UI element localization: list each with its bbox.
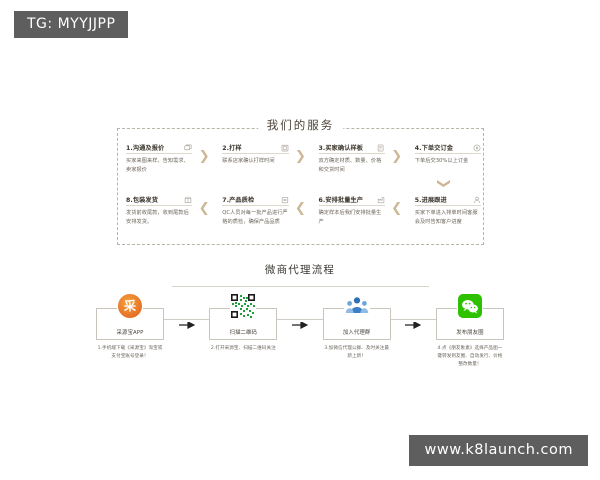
- chevron-right-icon-1: ❯: [198, 149, 210, 164]
- group-people-icon: [343, 293, 370, 319]
- package-icon: [184, 196, 192, 204]
- coin-icon: [473, 144, 481, 152]
- services-row-1: 1.沟通及报价 买家来图来样，告知需求、卖家报价 ❯ 2.打样 联系店家确认打样…: [118, 143, 483, 174]
- step-title: 4.下单交订金: [414, 145, 454, 152]
- agent-node-1: 采 采源宝APP 1.手机端下载《采源宝》淘宝或支付宝账号登录！: [96, 292, 164, 361]
- node-caption: 4.点《朋友象素》选择产品图一键转发到友圈、自动发行、价格整改数量！: [437, 346, 503, 367]
- services-panel: 我们的服务 1.沟通及报价 买家来图来样，告知需求、卖家报价 ❯ 2.打样: [117, 117, 484, 245]
- node-box: 发布朋友圈: [435, 293, 504, 340]
- chevron-left-icon-2: ❮: [295, 201, 306, 216]
- clipboard-icon: [281, 196, 289, 204]
- agent-node-4: 发布朋友圈 4.点《朋友象素》选择产品图一键转发到友圈、自动发行、价格整改数量！: [435, 292, 504, 368]
- node-caption: 2.打开采源宝、扫描二维码关注: [210, 346, 276, 351]
- agent-flow-section: 微商代理流程 采 采源宝APP 1.手机端下载《采源宝》淘宝或支付宝账号登录！: [0, 262, 600, 372]
- agent-node-3: 加入代理群 3.加微信代理公群、及时关注最新上新！: [322, 292, 391, 361]
- services-title: 我们的服务: [257, 117, 344, 133]
- step-title: 5.进展跟进: [414, 197, 447, 204]
- chevron-down-icon: ❯: [436, 178, 452, 189]
- title-divider: [172, 286, 429, 287]
- step-header: 2.打样: [222, 143, 289, 154]
- service-step-2: 2.打样 联系店家确认打样时间: [214, 143, 290, 166]
- node-caption: 1.手机端下载《采源宝》淘宝或支付宝账号登录！: [97, 346, 163, 359]
- chat-bubble-icon: [184, 144, 192, 152]
- step-header: 6.安排批量生产: [318, 195, 385, 206]
- agent-node-2: 扫描二维码 2.打开采源宝、扫描二维码关注: [209, 292, 278, 353]
- arrow-right-icon-2: [289, 292, 311, 329]
- agent-flow-title: 微商代理流程: [264, 264, 336, 276]
- node-caption: 3.加微信代理公群、及时关注最新上新！: [324, 346, 390, 359]
- step-title: 6.安排批量生产: [318, 197, 364, 204]
- chevron-left-icon-3: ❮: [391, 201, 403, 216]
- step-header: 7.产品质检: [222, 195, 289, 206]
- step-description: 发货前收尾款，收到尾款后安排发货。: [126, 210, 189, 225]
- watermark-bottom-right: www.k8launch.com: [409, 435, 588, 466]
- step-header: 3.买家确认样板: [318, 143, 385, 154]
- flow-baseline: [96, 319, 504, 320]
- chevron-right-icon-2: ❯: [295, 149, 306, 164]
- step-description: 双方确定材质、数量、价格和交货时间: [318, 158, 382, 173]
- node-box: 加入代理群: [322, 293, 391, 340]
- caiyuanbao-app-icon: 采: [117, 293, 143, 319]
- step-title: 7.产品质检: [222, 197, 255, 204]
- step-description: 买家下单进入排单时间客服会及时告知客户进度: [414, 210, 478, 225]
- step-header: 5.进展跟进: [414, 195, 481, 206]
- arrow-right-icon-3: [402, 292, 424, 329]
- watermark-top-left: TG: MYYJJPP: [14, 11, 129, 38]
- calendar-icon: [281, 144, 289, 152]
- services-row-2: 8.包装发货 发货前收尾款，收到尾款后安排发货。 ❮ 7.产品质检 QC人员对每…: [118, 195, 483, 226]
- service-step-1: 1.沟通及报价 买家来图来样，告知需求、卖家报价: [118, 143, 194, 174]
- step-header: 1.沟通及报价: [126, 143, 193, 154]
- person-icon: [473, 196, 481, 204]
- qr-code-icon: [230, 293, 257, 319]
- service-step-7: 7.产品质检 QC人员对每一批产品进行严格的质检，确保产品品质: [214, 195, 290, 226]
- step-header: 4.下单交订金: [414, 143, 481, 154]
- node-label: 发布朋友圈: [456, 330, 484, 336]
- step-description: 联系店家确认打样时间: [222, 158, 275, 164]
- step-title: 8.包装发货: [126, 197, 159, 204]
- step-title: 3.买家确认样板: [318, 145, 364, 152]
- service-step-5: 5.进展跟进 买家下单进入排单时间客服会及时告知客户进度: [407, 195, 483, 226]
- step-description: 买家来图来样，告知需求、卖家报价: [126, 158, 189, 173]
- step-description: 确定样本后我们安排批量生产: [318, 210, 382, 225]
- service-step-8: 8.包装发货 发货前收尾款，收到尾款后安排发货。: [118, 195, 194, 226]
- arrow-right-icon-1: [176, 292, 198, 329]
- document-check-icon: [377, 144, 385, 152]
- agent-flow-nodes: 采 采源宝APP 1.手机端下载《采源宝》淘宝或支付宝账号登录！: [96, 292, 504, 368]
- service-step-3: 3.买家确认样板 双方确定材质、数量、价格和交货时间: [311, 143, 387, 174]
- step-header: 8.包装发货: [126, 195, 193, 206]
- node-box: 扫描二维码: [209, 293, 278, 340]
- service-step-6: 6.安排批量生产 确定样本后我们安排批量生产: [311, 195, 387, 226]
- factory-icon: [377, 196, 385, 204]
- wechat-icon: [456, 293, 483, 319]
- node-label: 采源宝APP: [116, 330, 144, 336]
- service-step-4: 4.下单交订金 下单后交30%以上订金: [407, 143, 483, 166]
- node-label: 加入代理群: [342, 330, 371, 336]
- step-title: 2.打样: [222, 145, 242, 152]
- step-title: 1.沟通及报价: [126, 145, 165, 152]
- node-box: 采 采源宝APP: [96, 293, 164, 340]
- node-label: 扫描二维码: [229, 330, 258, 336]
- app-glyph: 采: [118, 294, 142, 318]
- step-description: 下单后交30%以上订金: [414, 158, 469, 164]
- step-description: QC人员对每一批产品进行严格的质检，确保产品品质: [222, 210, 288, 225]
- chevron-left-icon-1: ❮: [198, 201, 210, 216]
- chevron-right-icon-3: ❯: [391, 149, 403, 164]
